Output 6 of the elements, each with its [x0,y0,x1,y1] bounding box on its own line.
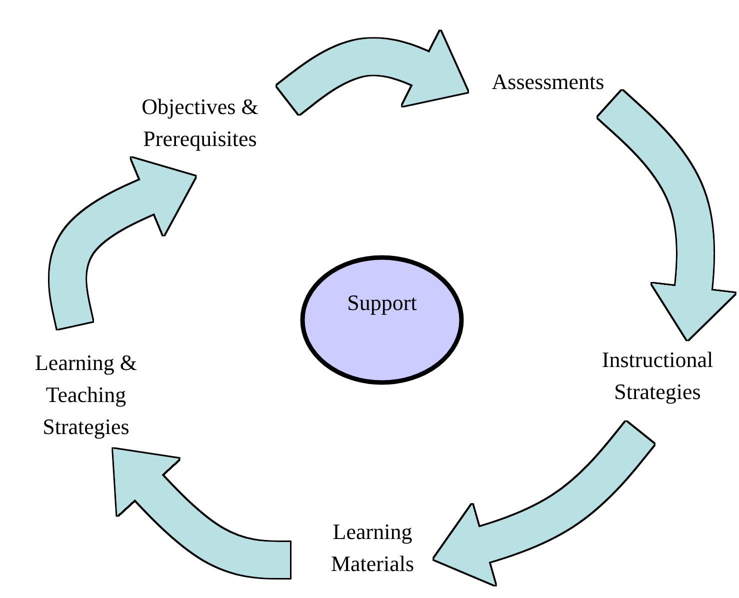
node-label: Objectives & Prerequisites [140,92,260,153]
node-label: Assessments [492,68,604,96]
node-label: Learning & Teaching Strategies [34,349,138,441]
node-label: Instructional Strategies [600,346,714,406]
node-label: Learning Materials [330,518,416,578]
node-label: Support [347,289,417,317]
